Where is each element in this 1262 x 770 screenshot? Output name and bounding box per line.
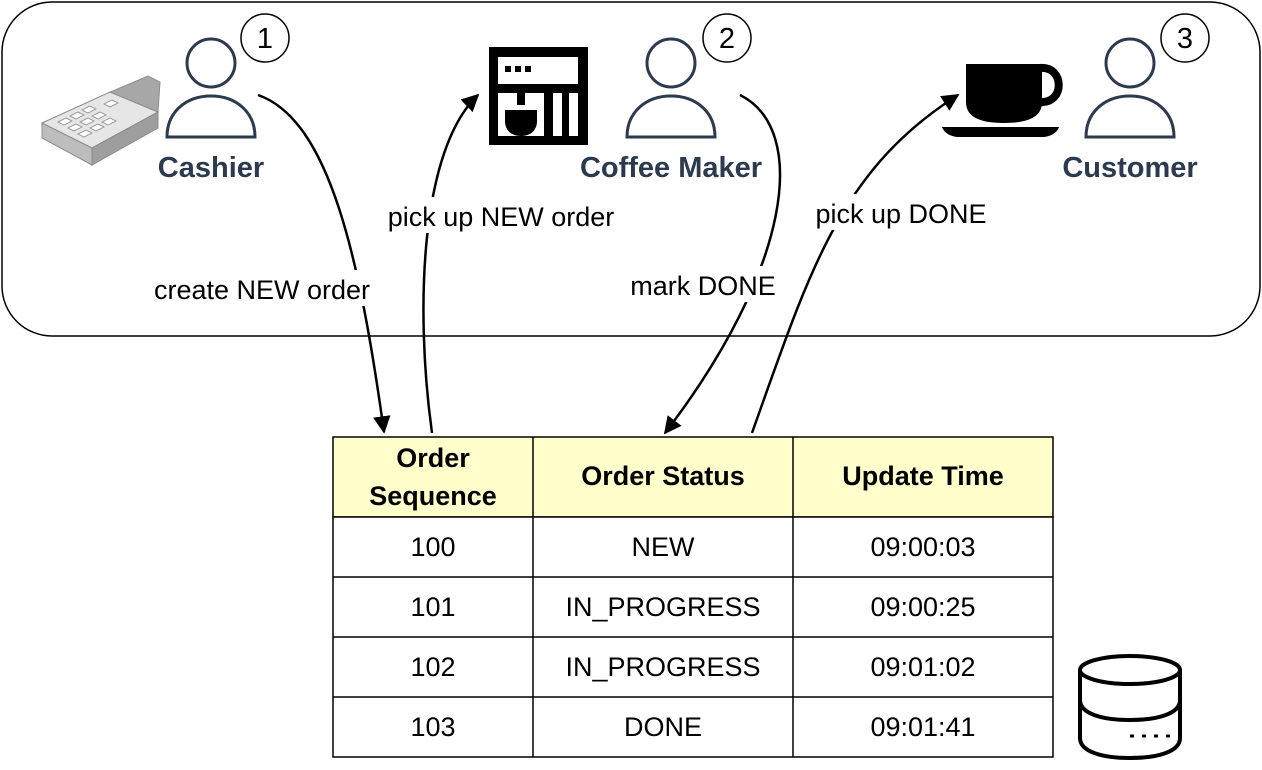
step-badge-2: 2	[702, 13, 752, 63]
row-2-status: IN_PROGRESS	[565, 592, 760, 622]
row-4-sequence: 103	[410, 712, 455, 742]
row-4-time: 09:01:41	[870, 712, 975, 742]
customer-label: Customer	[1062, 152, 1197, 184]
cashier-person-icon	[165, 37, 257, 139]
row-3-time: 09:01:02	[870, 652, 975, 682]
row-1-status: NEW	[632, 532, 696, 562]
cash-register-icon	[40, 75, 161, 166]
actors-container	[1, 1, 1261, 337]
row-2-sequence: 101	[410, 592, 455, 622]
create-new-order-label: create NEW order	[154, 275, 370, 305]
coffee-maker-person-icon	[625, 37, 717, 139]
header-order-sequence-line2: Sequence	[369, 481, 497, 511]
row-1-sequence: 100	[410, 532, 455, 562]
step-badge-1: 1	[240, 13, 290, 63]
svg-text:2: 2	[719, 23, 735, 55]
order-table: Order Sequence Order Status Update Time …	[332, 436, 1054, 758]
row-3-sequence: 102	[410, 652, 455, 682]
pick-up-done-label: pick up DONE	[815, 199, 986, 229]
svg-text:1: 1	[257, 23, 273, 55]
database-icon	[1078, 654, 1182, 761]
pick-up-new-order-arrow	[422, 93, 480, 434]
step-badge-3: 3	[1160, 13, 1210, 63]
svg-text:3: 3	[1177, 23, 1193, 55]
mark-done-arrow	[663, 93, 782, 435]
customer-person-icon	[1084, 37, 1176, 139]
row-3-status: IN_PROGRESS	[565, 652, 760, 682]
cashier-label: Cashier	[158, 152, 264, 184]
header-update-time: Update Time	[842, 461, 1004, 491]
header-order-sequence-line1: Order	[396, 443, 470, 473]
coffee-cup-icon	[942, 64, 1063, 137]
table-header-row	[332, 436, 1054, 518]
row-2-time: 09:00:25	[870, 592, 975, 622]
mark-done-label: mark DONE	[630, 271, 776, 301]
row-1-time: 09:00:03	[870, 532, 975, 562]
header-order-status: Order Status	[581, 461, 745, 491]
row-4-status: DONE	[624, 712, 702, 742]
coffee-maker-label: Coffee Maker	[580, 152, 762, 184]
coffee-machine-icon	[489, 47, 588, 145]
pick-up-done-arrow	[750, 93, 960, 434]
create-new-order-arrow	[257, 93, 391, 434]
pick-up-new-order-label: pick up NEW order	[388, 202, 615, 232]
